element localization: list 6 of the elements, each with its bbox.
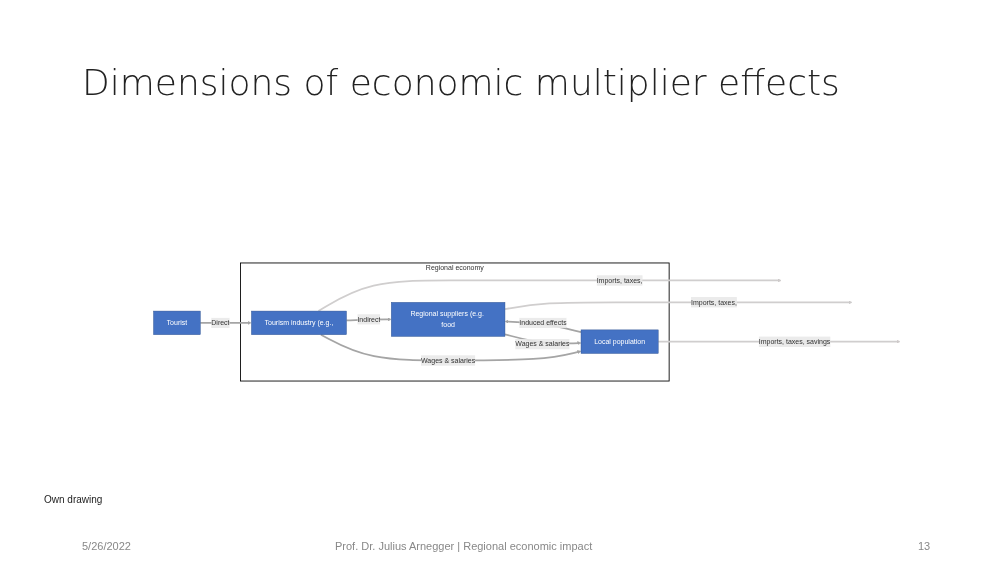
footer-text: 5/26/2022 <box>82 540 131 552</box>
source-note: Own drawing <box>44 494 103 505</box>
footer-text: 13 <box>918 540 931 552</box>
footer-text: Prof. Dr. Julius Arnegger | Regional economic impact <box>335 540 593 552</box>
slide-title: Dimensions of economic multiplier effects <box>82 62 840 103</box>
arrow <box>317 278 782 312</box>
